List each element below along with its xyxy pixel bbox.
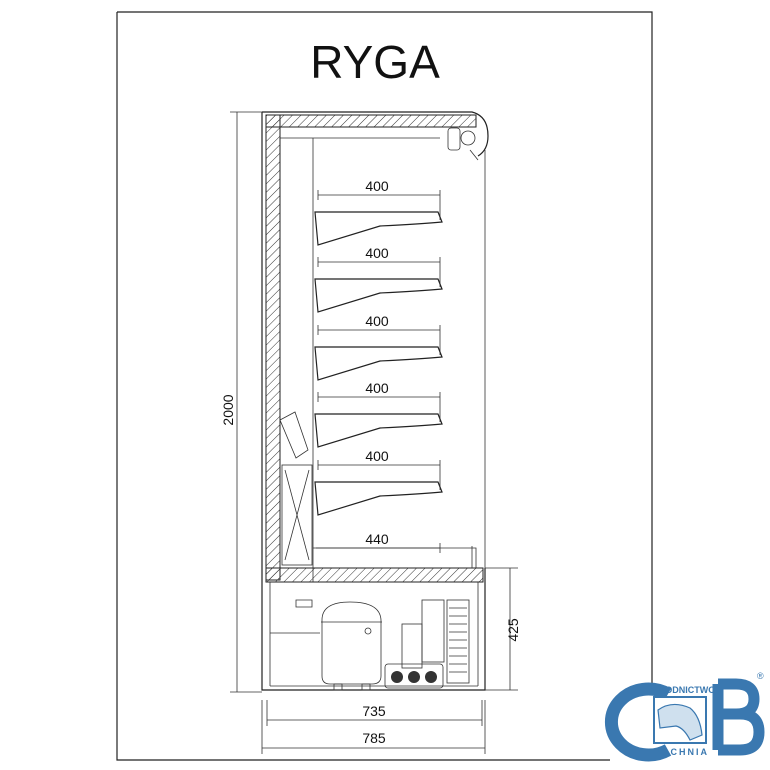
shelves: 400 400 400 400 400 440: [314, 178, 443, 553]
base-deck-dimension: 440: [316, 531, 441, 553]
compressor-icon: [321, 601, 382, 691]
shelf: 400: [314, 245, 443, 313]
logo-letter-b: [712, 678, 765, 756]
shelf-depth-label: 400: [365, 178, 389, 194]
dimension-height: 2000: [220, 111, 262, 693]
shelf: 400: [314, 380, 443, 448]
cabinet: [261, 111, 489, 691]
height-label: 2000: [220, 394, 236, 425]
shelf: 400: [314, 178, 443, 246]
polar-bear-icon: [657, 703, 703, 741]
base-depth-label: 440: [365, 531, 389, 547]
outer-width-label: 785: [362, 730, 386, 746]
condenser-icon: [401, 599, 470, 684]
control-valves-icon: [384, 663, 444, 689]
shelf-depth-label: 400: [365, 380, 389, 396]
dimension-inner-width: 735: [266, 700, 483, 726]
unit-height-label: 425: [505, 618, 521, 642]
shelf-depth-label: 400: [365, 313, 389, 329]
dimension-outer-width: 785: [261, 700, 486, 754]
bottom-insulation: [265, 567, 484, 583]
fan-unit-icon: [447, 127, 479, 161]
evaporator: [281, 464, 313, 566]
shelf: 400: [314, 448, 443, 516]
air-guide: [279, 411, 309, 459]
drawing-frame: [116, 11, 653, 761]
shelf: 400: [314, 313, 443, 381]
dimension-unit-height: 425: [485, 567, 521, 691]
inner-width-label: 735: [362, 703, 386, 719]
logo-letter-c: [604, 682, 672, 762]
logo-bottom-text: BOCHNIA: [653, 747, 709, 757]
top-insulation: [265, 114, 477, 128]
chlodnictwo-bochnia-logo: CHŁODNICTWO BOCHNIA ®: [604, 671, 765, 762]
registered-mark: ®: [757, 671, 764, 681]
logo-top-text: CHŁODNICTWO: [647, 685, 716, 695]
shelf-depth-label: 400: [365, 245, 389, 261]
left-wall-insulation: [265, 114, 281, 581]
model-title: RYGA: [310, 36, 440, 88]
shelf-depth-label: 400: [365, 448, 389, 464]
